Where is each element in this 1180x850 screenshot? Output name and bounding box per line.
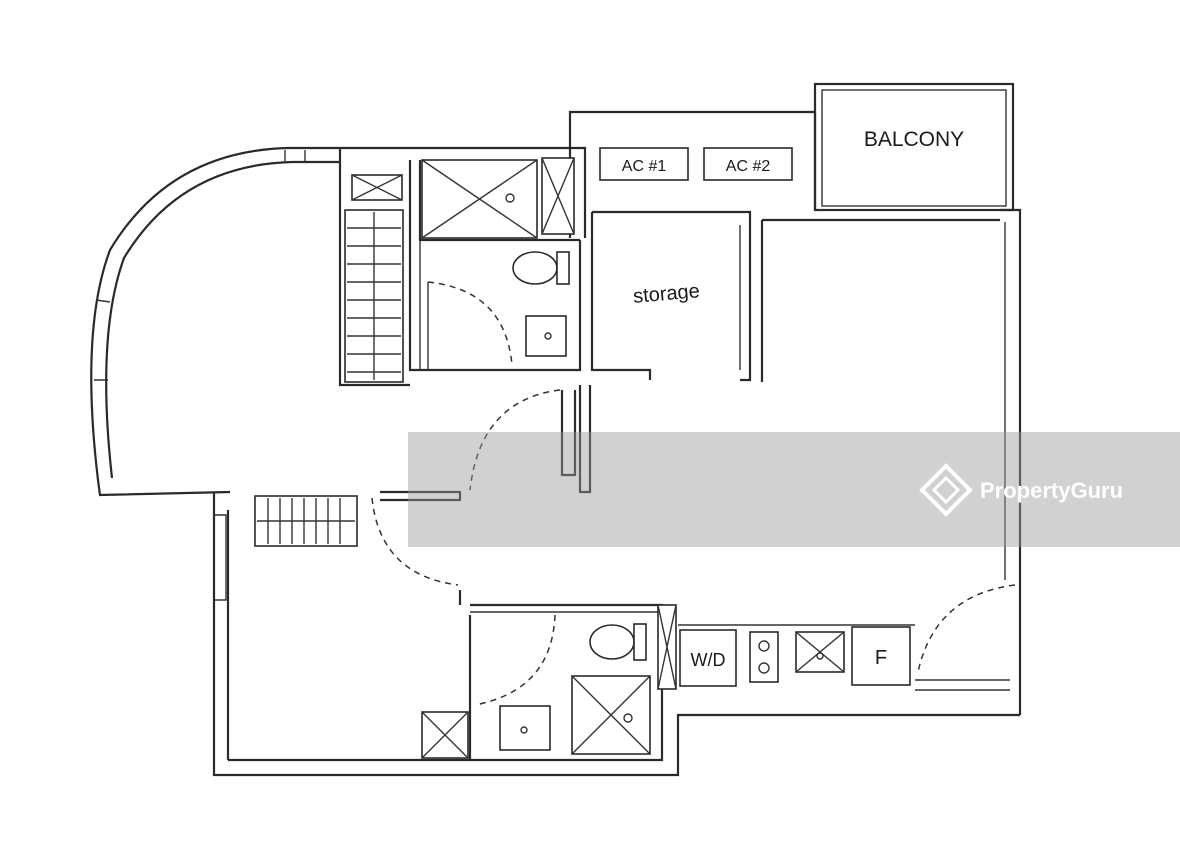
toilet-bottom xyxy=(589,623,647,661)
interior-walls xyxy=(338,148,1000,760)
propertyguru-logo-icon xyxy=(919,463,973,517)
storage-label: storage xyxy=(632,280,700,308)
shower-bottom xyxy=(571,675,651,755)
duct-toilet xyxy=(657,604,677,690)
washer-dryer: W/D xyxy=(679,629,737,687)
balcony-label: BALCONY xyxy=(864,128,964,151)
wardrobe-top xyxy=(344,209,404,383)
duct-bottom xyxy=(421,711,469,759)
duct-top xyxy=(351,174,403,201)
fixtures: AC #1 AC #2 storage BALCONY xyxy=(254,128,964,759)
watermark-band xyxy=(408,432,1180,547)
ac-2-label: AC #2 xyxy=(726,158,771,175)
basin-bottom xyxy=(499,705,551,751)
wardrobe-bottom xyxy=(254,495,358,547)
watermark-text: PropertyGuru xyxy=(980,478,1123,503)
fridge-label: F xyxy=(875,647,887,669)
stove xyxy=(749,631,779,683)
ac-1-label: AC #1 xyxy=(622,158,667,175)
washer-dryer-label: W/D xyxy=(691,650,726,670)
ac-1: AC #1 xyxy=(599,147,689,181)
kitchen-sink xyxy=(795,631,845,673)
basin-top xyxy=(525,315,567,357)
fridge: F xyxy=(851,626,911,686)
shower-top xyxy=(421,159,538,239)
watermark: PropertyGuru xyxy=(408,432,1180,547)
duct-shower xyxy=(541,157,575,235)
ac-2: AC #2 xyxy=(703,147,793,181)
outer-walls xyxy=(90,82,1022,777)
door-swings xyxy=(371,281,1016,706)
toilet-top xyxy=(512,251,570,285)
